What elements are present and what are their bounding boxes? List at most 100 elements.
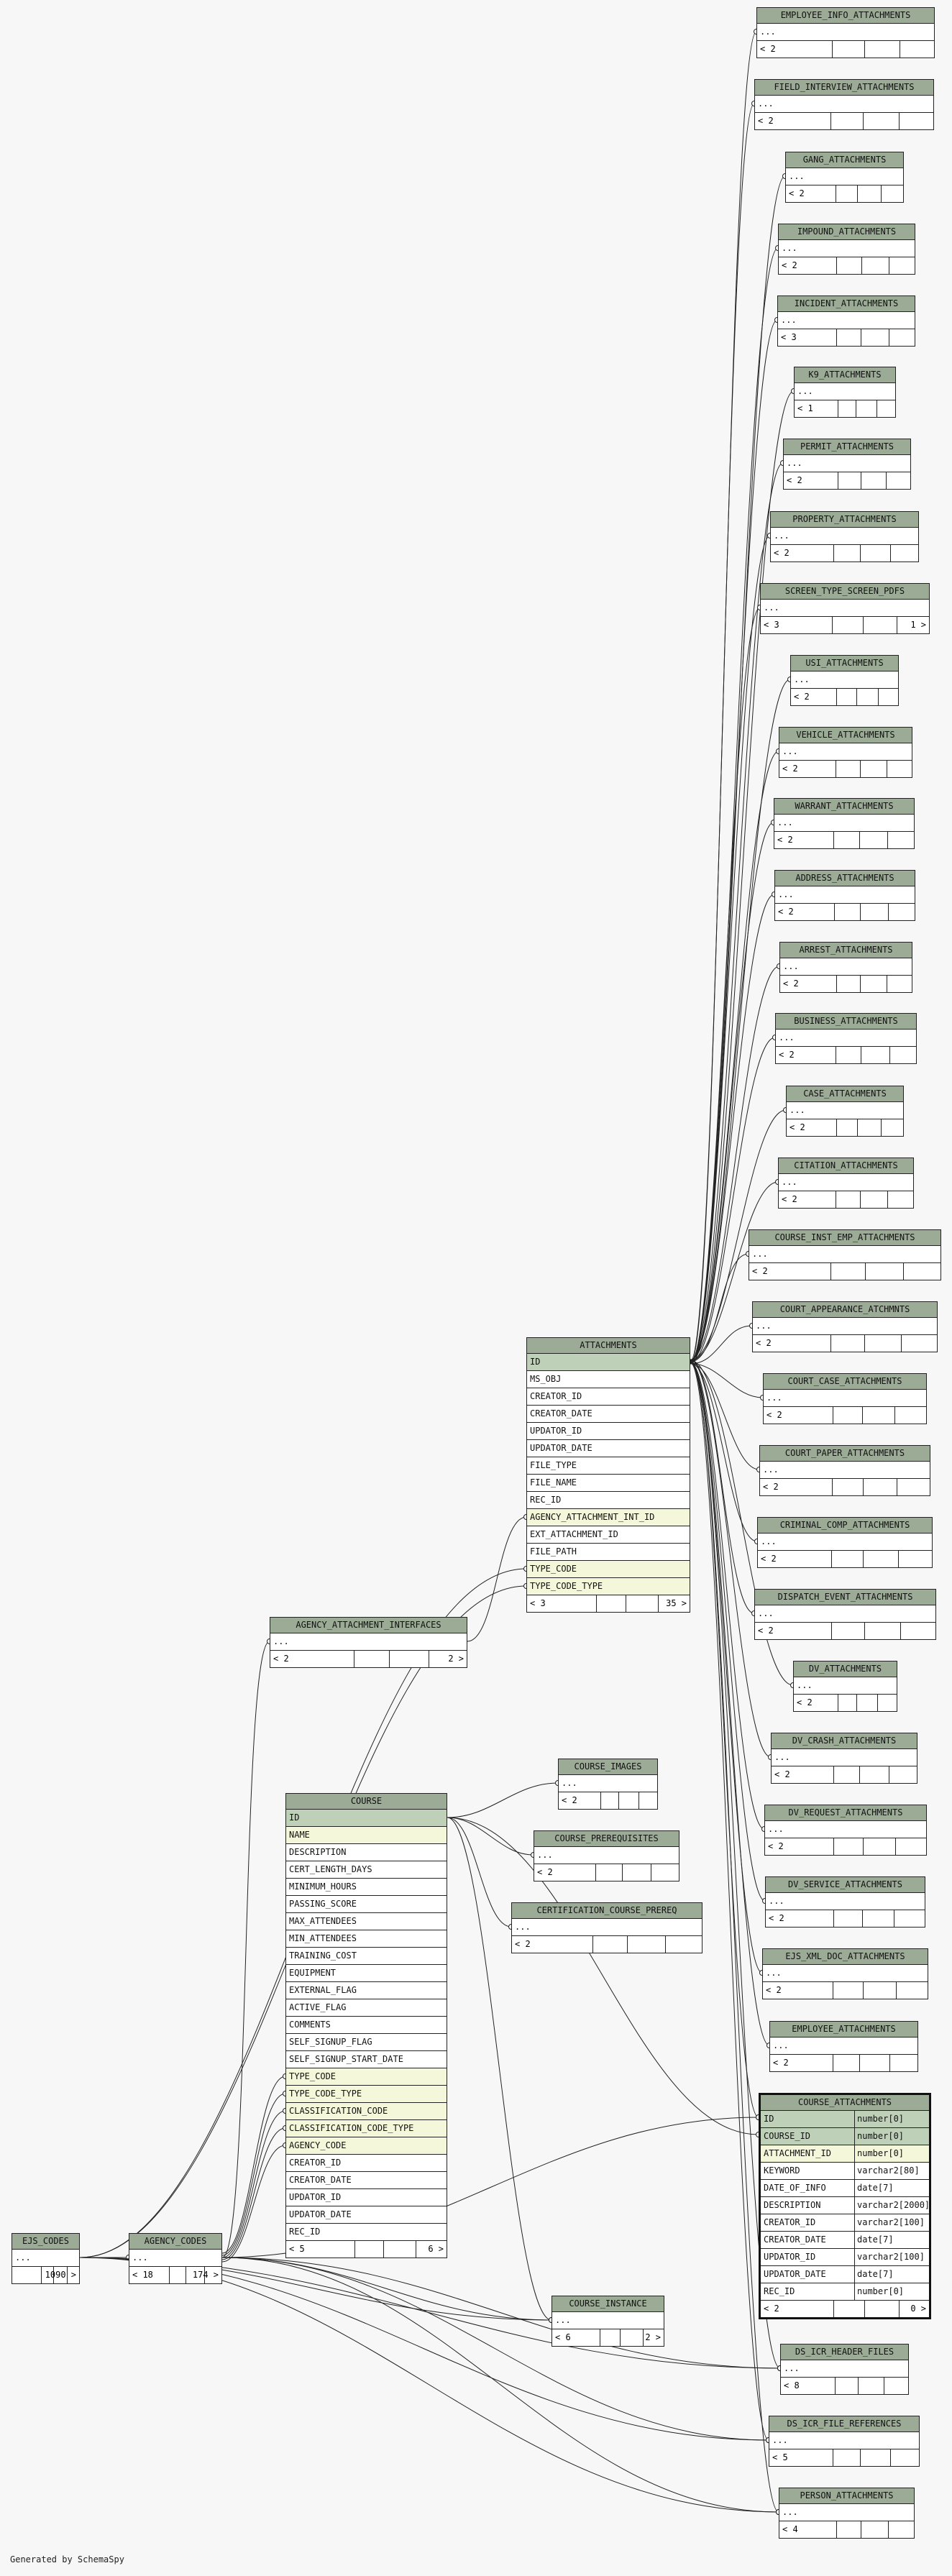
table-address-attachments[interactable]: ADDRESS_ATTACHMENTS...< 2 <box>774 870 915 921</box>
table-dv-attachments[interactable]: DV_ATTACHMENTS...< 2 <box>793 1661 897 1712</box>
table-name[interactable]: EMPLOYEE_INFO_ATTACHMENTS <box>757 8 934 24</box>
table-name[interactable]: COURSE_PREREQUISITES <box>534 1831 679 1847</box>
footer-divider <box>889 2055 890 2071</box>
table-vehicle-attachments[interactable]: VEHICLE_ATTACHMENTS...< 2 <box>779 727 912 778</box>
table-course-instance[interactable]: COURSE_INSTANCE...< 62 > <box>551 2296 664 2347</box>
table-screen-type-screen-pdfs[interactable]: SCREEN_TYPE_SCREEN_PDFS...< 31 > <box>760 583 930 634</box>
table-ejs-xml-doc-attachments[interactable]: EJS_XML_DOC_ATTACHMENTS...< 2 <box>762 1948 928 1999</box>
table-attachments[interactable]: ATTACHMENTSIDMS_OBJCREATOR_IDCREATOR_DAT… <box>526 1337 690 1613</box>
table-name[interactable]: WARRANT_ATTACHMENTS <box>774 799 914 815</box>
table-case-attachments[interactable]: CASE_ATTACHMENTS...< 2 <box>786 1086 904 1137</box>
table-name[interactable]: DV_REQUEST_ATTACHMENTS <box>765 1805 926 1821</box>
table-name[interactable]: USI_ATTACHMENTS <box>791 656 898 671</box>
table-name[interactable]: DV_ATTACHMENTS <box>794 1661 897 1677</box>
table-employee-info-attachments[interactable]: EMPLOYEE_INFO_ATTACHMENTS...< 2 <box>756 7 935 58</box>
parent-count: < 2 <box>789 1119 805 1136</box>
table-ds-icr-file-references[interactable]: DS_ICR_FILE_REFERENCES...< 5 <box>769 2416 920 2467</box>
table-name[interactable]: EMPLOYEE_ATTACHMENTS <box>770 2022 917 2038</box>
table-name[interactable]: COURT_CASE_ATTACHMENTS <box>764 1374 926 1390</box>
table-agency-codes[interactable]: AGENCY_CODES...< 18174 > <box>129 2233 222 2284</box>
table-name[interactable]: INCIDENT_ATTACHMENTS <box>778 296 915 312</box>
parent-count: < 2 <box>760 41 776 58</box>
table-arrest-attachments[interactable]: ARREST_ATTACHMENTS...< 2 <box>779 942 912 993</box>
table-name[interactable]: COURSE_INSTANCE <box>552 2296 664 2312</box>
table-name[interactable]: COURSE <box>286 1794 447 1810</box>
table-dispatch-event-attachments[interactable]: DISPATCH_EVENT_ATTACHMENTS...< 2 <box>754 1589 936 1640</box>
table-dv-request-attachments[interactable]: DV_REQUEST_ATTACHMENTS...< 2 <box>764 1805 927 1856</box>
table-name[interactable]: ATTACHMENTS <box>527 1338 690 1354</box>
table-warrant-attachments[interactable]: WARRANT_ATTACHMENTS...< 2 <box>774 798 915 849</box>
table-name[interactable]: EJS_CODES <box>12 2234 79 2250</box>
table-name[interactable]: CERTIFICATION_COURSE_PREREQ <box>512 1903 702 1919</box>
table-name[interactable]: DV_SERVICE_ATTACHMENTS <box>766 1877 925 1893</box>
table-name[interactable]: K9_ATTACHMENTS <box>795 367 895 383</box>
table-citation-attachments[interactable]: CITATION_ATTACHMENTS...< 2 <box>778 1158 914 1209</box>
table-name[interactable]: BUSINESS_ATTACHMENTS <box>776 1014 916 1030</box>
table-person-attachments[interactable]: PERSON_ATTACHMENTS...< 4 <box>779 2488 915 2539</box>
footer-divider <box>857 1119 858 1136</box>
table-impound-attachments[interactable]: IMPOUND_ATTACHMENTS...< 2 <box>778 224 915 275</box>
table-name[interactable]: ARREST_ATTACHMENTS <box>780 943 912 958</box>
table-court-appearance-atchmnts[interactable]: COURT_APPEARANCE_ATCHMNTS...< 2 <box>752 1301 938 1352</box>
child-count: 1 > <box>910 617 926 633</box>
table-name[interactable]: GANG_ATTACHMENTS <box>786 152 903 168</box>
table-course-prerequisites[interactable]: COURSE_PREREQUISITES...< 2 <box>534 1830 679 1881</box>
table-name[interactable]: IMPOUND_ATTACHMENTS <box>779 224 915 240</box>
relationship-counts: < 4 <box>779 2521 914 2538</box>
table-name[interactable]: CITATION_ATTACHMENTS <box>779 1158 913 1174</box>
fk-to-agency-codes <box>222 2258 551 2320</box>
table-name[interactable]: AGENCY_ATTACHMENT_INTERFACES <box>270 1618 467 1633</box>
column-name: ... <box>537 1850 553 1860</box>
table-certification-course-prereq[interactable]: CERTIFICATION_COURSE_PREREQ...< 2 <box>511 1902 702 1953</box>
table-ejs-codes[interactable]: EJS_CODES...1090 > <box>12 2233 80 2284</box>
table-name[interactable]: EJS_XML_DOC_ATTACHMENTS <box>763 1949 928 1965</box>
footer-divider <box>836 1119 837 1136</box>
table-dv-crash-attachments[interactable]: DV_CRASH_ATTACHMENTS...< 2 <box>771 1733 917 1784</box>
table-agency-attachment-interfaces[interactable]: AGENCY_ATTACHMENT_INTERFACES...< 22 > <box>270 1617 467 1668</box>
table-name[interactable]: VEHICLE_ATTACHMENTS <box>779 728 912 743</box>
table-name[interactable]: ADDRESS_ATTACHMENTS <box>775 871 915 886</box>
footer-divider <box>865 1263 866 1280</box>
table-field-interview-attachments[interactable]: FIELD_INTERVIEW_ATTACHMENTS...< 2 <box>754 79 934 130</box>
table-name[interactable]: CASE_ATTACHMENTS <box>787 1086 903 1102</box>
column-row: CERT_LENGTH_DAYS <box>286 1861 447 1879</box>
table-name[interactable]: DS_ICR_FILE_REFERENCES <box>769 2416 919 2432</box>
table-name[interactable]: AGENCY_CODES <box>129 2234 221 2250</box>
table-business-attachments[interactable]: BUSINESS_ATTACHMENTS...< 2 <box>775 1013 917 1064</box>
table-name[interactable]: DS_ICR_HEADER_FILES <box>781 2344 908 2360</box>
child-count: 35 > <box>666 1595 687 1612</box>
table-court-paper-attachments[interactable]: COURT_PAPER_ATTACHMENTS...< 2 <box>759 1445 930 1496</box>
table-name[interactable]: DV_CRASH_ATTACHMENTS <box>772 1733 917 1749</box>
table-gang-attachments[interactable]: GANG_ATTACHMENTS...< 2 <box>785 152 904 203</box>
table-name[interactable]: DISPATCH_EVENT_ATTACHMENTS <box>755 1590 935 1605</box>
table-course[interactable]: COURSEIDNAMEDESCRIPTIONCERT_LENGTH_DAYSM… <box>285 1793 447 2258</box>
table-name[interactable]: SCREEN_TYPE_SCREEN_PDFS <box>761 584 929 600</box>
table-permit-attachments[interactable]: PERMIT_ATTACHMENTS...< 2 <box>783 439 911 490</box>
table-name[interactable]: PERMIT_ATTACHMENTS <box>784 439 910 455</box>
table-name[interactable]: FIELD_INTERVIEW_ATTACHMENTS <box>755 80 933 96</box>
collapsed-columns: ... <box>270 1633 467 1651</box>
table-name[interactable]: COURSE_IMAGES <box>559 1759 657 1775</box>
table-court-case-attachments[interactable]: COURT_CASE_ATTACHMENTS...< 2 <box>763 1373 927 1424</box>
table-usi-attachments[interactable]: USI_ATTACHMENTS...< 2 <box>790 655 899 706</box>
table-name[interactable]: COURT_PAPER_ATTACHMENTS <box>760 1446 930 1462</box>
table-incident-attachments[interactable]: INCIDENT_ATTACHMENTS...< 3 <box>777 295 915 347</box>
table-course-attachments[interactable]: COURSE_ATTACHMENTSIDnumber[0]COURSE_IDnu… <box>759 2093 931 2319</box>
table-ds-icr-header-files[interactable]: DS_ICR_HEADER_FILES...< 8 <box>780 2344 909 2395</box>
table-name[interactable]: CRIMINAL_COMP_ATTACHMENTS <box>758 1518 932 1534</box>
table-employee-attachments[interactable]: EMPLOYEE_ATTACHMENTS...< 2 <box>769 2021 918 2072</box>
table-k9-attachments[interactable]: K9_ATTACHMENTS...< 1 <box>794 367 896 418</box>
table-name[interactable]: PERSON_ATTACHMENTS <box>779 2488 914 2504</box>
table-dv-service-attachments[interactable]: DV_SERVICE_ATTACHMENTS...< 2 <box>765 1876 925 1928</box>
table-course-inst-emp-attachments[interactable]: COURSE_INST_EMP_ATTACHMENTS...< 2 <box>749 1229 941 1280</box>
table-course-images[interactable]: COURSE_IMAGES...< 2 <box>558 1759 658 1810</box>
column-row: KEYWORDvarchar2[80] <box>761 2163 929 2180</box>
table-name[interactable]: COURT_APPEARANCE_ATCHMNTS <box>753 1302 937 1318</box>
table-name[interactable]: PROPERTY_ATTACHMENTS <box>771 512 918 528</box>
column-type: date[7] <box>854 2180 894 2196</box>
table-name[interactable]: COURSE_INST_EMP_ATTACHMENTS <box>749 1230 940 1246</box>
table-criminal-comp-attachments[interactable]: CRIMINAL_COMP_ATTACHMENTS...< 2 <box>757 1517 933 1568</box>
table-property-attachments[interactable]: PROPERTY_ATTACHMENTS...< 2 <box>770 511 919 562</box>
collapsed-columns: ... <box>760 1462 930 1479</box>
table-name[interactable]: COURSE_ATTACHMENTS <box>761 2095 929 2111</box>
